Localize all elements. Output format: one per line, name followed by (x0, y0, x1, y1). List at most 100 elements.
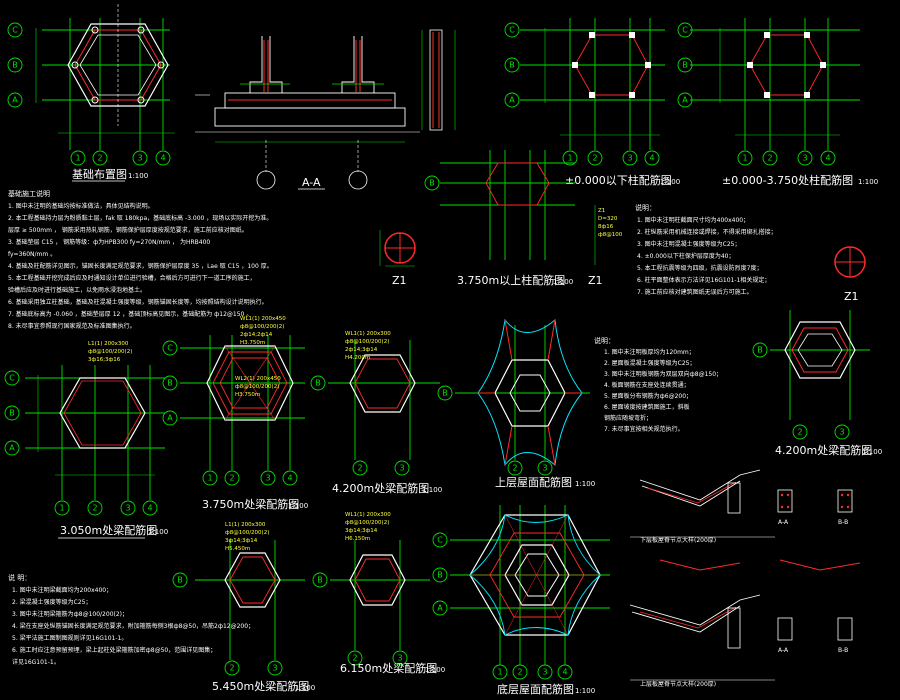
svg-text:4. ±0.000以下柱保护层厚度为40；: 4. ±0.000以下柱保护层厚度为40； (637, 252, 734, 260)
svg-text:3. 基础垫层 C15 ， 钢筋等级：ф为HPB300 fy: 3. 基础垫层 C15 ， 钢筋等级：ф为HPB300 fy=270N/mm ，… (8, 238, 210, 246)
svg-text:A: A (509, 96, 515, 105)
svg-text:1:100: 1:100 (288, 502, 308, 510)
svg-text:2: 2 (352, 654, 357, 663)
svg-text:说明：: 说明： (635, 203, 656, 212)
svg-text:6. 施工时应注意预留预埋，梁上起柱处梁箍筋加密ф8@50，: 6. 施工时应注意预留预埋，梁上起柱处梁箍筋加密ф8@50，范围详见图集； (12, 646, 216, 654)
svg-text:A: A (437, 604, 443, 613)
roof-notes: 说明： 1. 图中未注明板厚均为120mm； 2. 屋面板混凝土强度等级为C25… (594, 336, 722, 433)
svg-text:A: A (9, 444, 15, 453)
svg-text:1:100: 1:100 (575, 480, 595, 488)
svg-text:2. 梁混凝土强度等级为C25；: 2. 梁混凝土强度等级为C25； (12, 598, 91, 606)
svg-text:3: 3 (627, 154, 632, 163)
beam-4200-a-title: 4.200m处梁配筋图 (332, 481, 429, 495)
svg-text:5. 本工程基础开挖完成后应及时通知设计单位进行验槽，合格后: 5. 本工程基础开挖完成后应及时通知设计单位进行验槽，合格后方可进行下一道工序的… (8, 274, 256, 282)
svg-text:上层板屋脊节点大样(200厚): 上层板屋脊节点大样(200厚) (640, 680, 716, 688)
svg-text:1: 1 (59, 504, 64, 513)
col-below-0-title: ±0.000以下柱配筋图 (565, 173, 672, 187)
lower-roof-plan: C B A 1 2 3 4 底层屋面配筋图 1:100 (432, 505, 610, 696)
svg-text:1:100: 1:100 (862, 448, 882, 456)
svg-text:2: 2 (357, 464, 362, 473)
col-above-375-title: 3.750m以上柱配筋图 (457, 273, 565, 287)
beam-4200-b-title: 4.200m处梁配筋图 (775, 443, 872, 457)
svg-text:C: C (437, 536, 443, 545)
svg-text:B: B (177, 576, 183, 585)
ridge-detail-lower: 下层板屋脊节点大样(200厚) A-A B-B (630, 469, 861, 571)
svg-text:3. 图中未注明板钢筋为双层双向ф8@150；: 3. 图中未注明板钢筋为双层双向ф8@150； (604, 370, 722, 378)
svg-text:B: B (317, 576, 323, 585)
svg-text:B: B (167, 379, 173, 388)
beam-plan-4200-a: WL1(1) 200x300 ф8@100/200(2) 2ф14;3ф14 H… (310, 331, 442, 495)
foundation-plan-title: 基础布置图 (72, 168, 127, 181)
svg-text:3: 3 (542, 668, 547, 677)
svg-text:2. 本工程基础持力层为粉质黏土层，fak 取 180kpa: 2. 本工程基础持力层为粉质黏土层，fak 取 180kpa，基础底标高 -3.… (8, 214, 272, 222)
svg-text:1. 图中未注明柱截面尺寸均为400x400；: 1. 图中未注明柱截面尺寸均为400x400； (637, 216, 749, 224)
section-aa-title: A-A (302, 176, 321, 189)
svg-text:2: 2 (797, 428, 802, 437)
svg-text:B-B: B-B (838, 647, 848, 654)
svg-text:5. 本工程抗震等级为四级，抗震设防烈度7度；: 5. 本工程抗震等级为四级，抗震设防烈度7度； (637, 264, 762, 272)
svg-text:ф8@100/200(2): ф8@100/200(2) (345, 339, 389, 345)
svg-text:B: B (315, 379, 321, 388)
svg-text:2: 2 (229, 474, 234, 483)
svg-text:A-A: A-A (778, 519, 789, 526)
svg-text:C: C (9, 374, 15, 383)
svg-text:2: 2 (517, 668, 522, 677)
svg-text:1: 1 (75, 154, 80, 163)
svg-text:基础施工说明: 基础施工说明 (8, 189, 50, 198)
svg-text:B-B: B-B (838, 519, 848, 526)
svg-text:说明：: 说明： (594, 336, 615, 345)
svg-text:1: 1 (567, 154, 572, 163)
svg-text:4: 4 (147, 504, 152, 513)
svg-text:3: 3 (542, 464, 547, 473)
axis-c: C (12, 26, 18, 35)
svg-text:ф8@100/200(2): ф8@100/200(2) (240, 324, 284, 330)
svg-text:3: 3 (272, 664, 277, 673)
svg-text:4. 梁在支座处纵筋锚固长度满足规范要求，附加箍筋每侧3根ф: 4. 梁在支座处纵筋锚固长度满足规范要求，附加箍筋每侧3根ф8@50，吊筋2ф1… (12, 622, 254, 630)
svg-text:3. 图中未注明混凝土强度等级为C25；: 3. 图中未注明混凝土强度等级为C25； (637, 240, 740, 248)
svg-text:钢筋应随坡弯折；: 钢筋应随坡弯折； (604, 414, 652, 422)
svg-text:详见16G101-1。: 详见16G101-1。 (12, 658, 60, 666)
svg-text:A-A: A-A (778, 647, 789, 654)
column-notes: 说明： 1. 图中未注明柱截面尺寸均为400x400； 2. 柱纵筋采用机械连接… (635, 203, 777, 296)
svg-text:Z1: Z1 (844, 290, 859, 303)
svg-text:H3.750m: H3.750m (240, 340, 265, 346)
svg-text:H6.150m: H6.150m (345, 536, 370, 542)
beam-notes: 说 明： 1. 图中未注明梁截面均为200x400； 2. 梁混凝土强度等级为C… (8, 573, 254, 666)
svg-text:1. 图中未注明梁截面均为200x400；: 1. 图中未注明梁截面均为200x400； (12, 586, 112, 594)
svg-text:下层板屋脊节点大样(200厚): 下层板屋脊节点大样(200厚) (640, 536, 716, 544)
svg-text:B: B (9, 409, 15, 418)
svg-text:1:100: 1:100 (858, 178, 878, 186)
svg-text:2. 柱纵筋采用机械连接或焊接，不得采用绑扎搭接；: 2. 柱纵筋采用机械连接或焊接，不得采用绑扎搭接； (637, 228, 777, 236)
beam-plan-3750: WL1(1) 200x450 ф8@100/200(2) 2ф14;2ф14 H… (162, 316, 308, 511)
ridge-detail-upper: 上层板屋脊节点大样(200厚) A-A B-B (629, 594, 853, 688)
svg-text:5. 屋面板分布钢筋为ф6@200；: 5. 屋面板分布钢筋为ф6@200； (604, 392, 692, 400)
foundation-plan-scale: 1:100 (128, 172, 148, 180)
svg-text:1:100: 1:100 (148, 528, 168, 536)
column-plan-0-to-375: C B A 1 2 3 4 ±0.000-3.750处柱配筋图 1:100 (677, 18, 878, 187)
svg-text:WL1(1) 200x300: WL1(1) 200x300 (345, 512, 391, 518)
beam-plan-4200-b: B 2 3 4.200m处梁配筋图 1:100 (752, 310, 882, 457)
svg-text:6. 屋面坡度按建筑图施工，斜板: 6. 屋面坡度按建筑图施工，斜板 (604, 403, 690, 411)
beam-5450-title: 5.450m处梁配筋图 (212, 679, 309, 693)
svg-text:4: 4 (287, 474, 292, 483)
svg-text:1: 1 (742, 154, 747, 163)
beam-plan-3050: L1(1) 200x300 ф8@100/200(2) 3ф16;3ф16 C … (4, 341, 168, 539)
column-plan-above-375: B 3.750m以上柱配筋图 1:100 (424, 150, 575, 287)
axis-b: B (12, 61, 18, 70)
upper-roof-title: 上层屋面配筋图 (495, 475, 572, 489)
svg-text:2: 2 (229, 664, 234, 673)
svg-text:Z1: Z1 (588, 274, 603, 287)
svg-text:H3.750m: H3.750m (235, 392, 260, 398)
upper-roof-plan: B 2 3 上层屋面配筋图 1:100 (437, 318, 595, 489)
svg-text:3: 3 (839, 428, 844, 437)
svg-text:8. 未尽事宜参照现行国家规范及标准图集执行。: 8. 未尽事宜参照现行国家规范及标准图集执行。 (8, 322, 136, 330)
svg-text:Z1: Z1 (598, 208, 605, 214)
svg-text:1:100: 1:100 (660, 178, 680, 186)
svg-text:验槽后应及时进行基础施工，以免雨水浸泡地基土。: 验槽后应及时进行基础施工，以免雨水浸泡地基土。 (8, 286, 146, 294)
svg-text:4: 4 (562, 668, 567, 677)
svg-text:Z1: Z1 (392, 274, 407, 287)
svg-text:3ф14;3ф14: 3ф14;3ф14 (345, 528, 378, 534)
svg-text:4. 基础及柱配筋详见图示，锚固长度满足规范要求，钢筋保护层: 4. 基础及柱配筋详见图示，锚固长度满足规范要求，钢筋保护层厚度 35 ，Lae… (8, 262, 273, 270)
svg-text:1:100: 1:100 (553, 278, 573, 286)
svg-text:B: B (442, 389, 448, 398)
